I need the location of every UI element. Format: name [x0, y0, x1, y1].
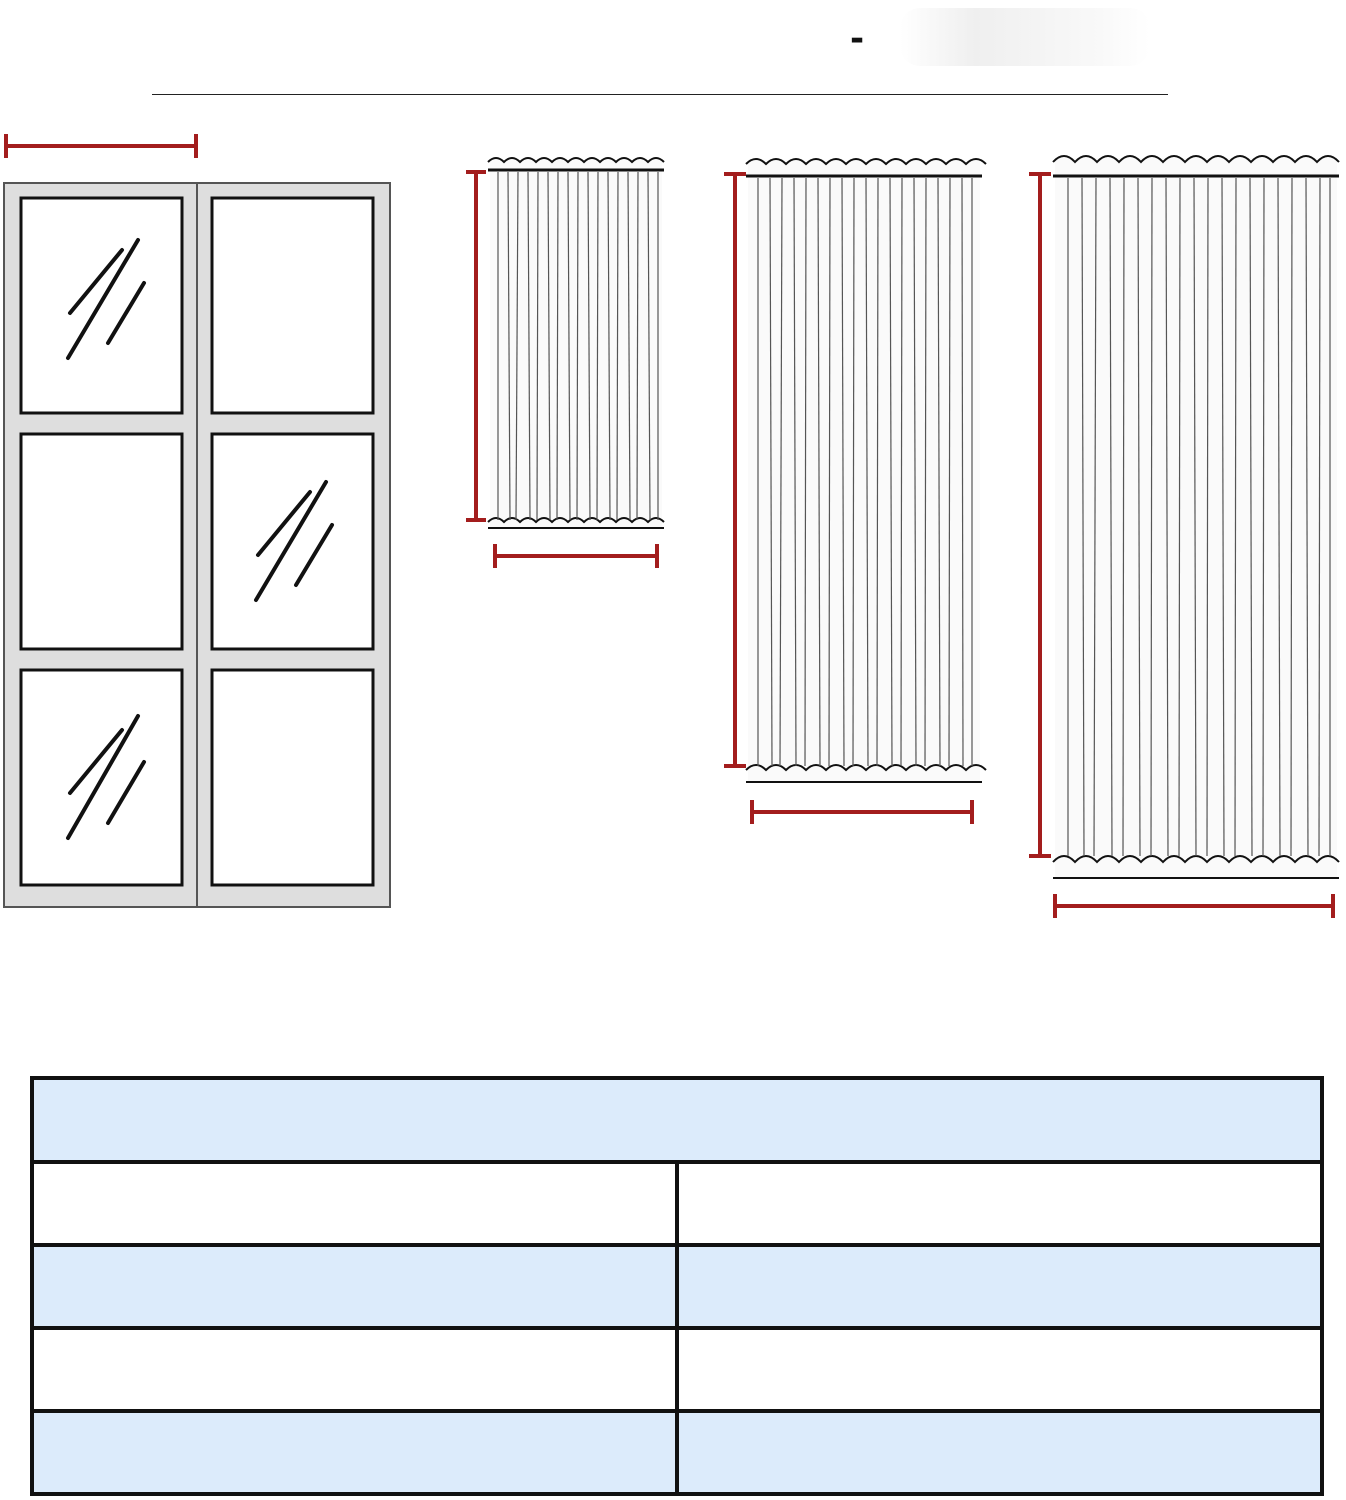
title-faded-text — [900, 8, 1150, 66]
table-cell-label — [34, 1247, 675, 1326]
spec-table-header — [34, 1080, 1320, 1164]
curtain-large-width-measure — [1053, 894, 1335, 918]
curtain-small — [466, 157, 665, 568]
curtain-large — [1029, 155, 1340, 918]
door-width-measure — [4, 134, 198, 158]
glass-glare-icons — [66, 238, 334, 840]
table-cell-value — [675, 1164, 1320, 1243]
header-divider — [152, 94, 1168, 95]
table-cell-label — [34, 1413, 675, 1492]
curtain-medium-height-measure — [724, 172, 746, 768]
table-row — [34, 1164, 1320, 1247]
curtain-medium-width-measure — [750, 800, 974, 824]
table-row — [34, 1330, 1320, 1413]
curtain-large-height-measure — [1029, 172, 1051, 858]
title-dash: - — [850, 19, 865, 59]
table-cell-value — [675, 1413, 1320, 1492]
table-cell-value — [675, 1247, 1320, 1326]
table-cell-value — [675, 1330, 1320, 1409]
curtain-small-width-measure — [493, 544, 659, 568]
curtain-small-height-measure — [466, 170, 486, 522]
spec-table — [30, 1076, 1324, 1496]
table-row — [34, 1413, 1320, 1492]
table-cell-label — [34, 1330, 675, 1409]
curtain-size-illustration — [3, 134, 1340, 918]
table-row — [34, 1247, 1320, 1330]
table-cell-label — [34, 1164, 675, 1243]
french-door — [3, 182, 391, 908]
curtain-medium — [724, 158, 987, 824]
